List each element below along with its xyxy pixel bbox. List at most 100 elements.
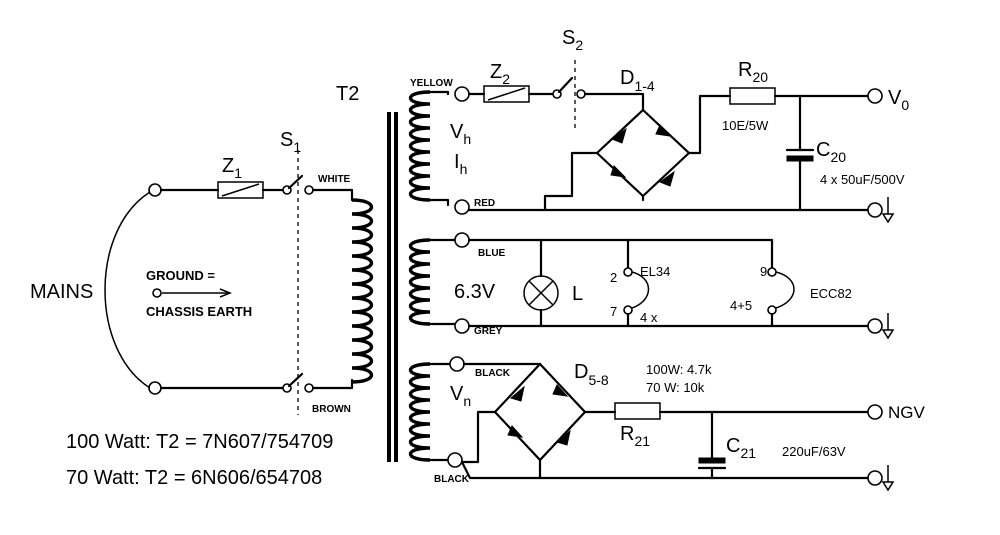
ih-label: Ih: [454, 151, 467, 177]
r21-spec-100w: 100W: 4.7k: [646, 362, 712, 377]
red-label: RED: [474, 198, 495, 209]
secondary-winding-hv: [408, 90, 431, 202]
ground-symbol: [881, 329, 895, 340]
c21-label: C21: [726, 435, 756, 461]
black-bottom-label: BLACK: [434, 474, 470, 485]
ecc82-pin: [767, 305, 777, 315]
d14-label: D1-4: [620, 67, 655, 94]
s2-label: S2: [562, 27, 583, 53]
t2-label: T2: [336, 83, 359, 105]
bias-ground-terminal: [867, 470, 883, 486]
black-top-label: BLACK: [475, 368, 511, 379]
secondary-winding-heater: [408, 238, 431, 326]
diode-icon: [555, 429, 571, 446]
labels: MAINS GROUND = CHASSIS EARTH Z1 S1 WHITE…: [30, 27, 926, 489]
bridge-d1-4: [595, 108, 691, 198]
diode-icon: [552, 384, 569, 397]
wire-red: [428, 198, 450, 207]
brown-label: BROWN: [312, 404, 351, 415]
ecc82-pin: [767, 267, 777, 277]
wire: [687, 94, 732, 155]
ground-symbol: [881, 213, 895, 224]
ecc82-heater-arc: [775, 271, 795, 309]
fuse-z2-mark: [487, 87, 526, 101]
mains-terminal-top: [148, 183, 162, 197]
primary-winding: [351, 198, 373, 384]
s1-label: S1: [280, 129, 301, 155]
mains-bracket: [104, 191, 151, 389]
t2-100w-label: 100 Watt: T2 = 7N607/754709: [66, 431, 333, 453]
ngv-label: NGV: [888, 403, 926, 422]
wire-bridge-left: [460, 410, 497, 464]
blue-terminal: [454, 232, 470, 248]
diode-icon: [610, 165, 627, 178]
c20-label: C20: [816, 139, 846, 165]
c21-plate-neg: [698, 457, 726, 464]
white-label: WHITE: [318, 174, 351, 185]
t2-70w-label: 70 Watt: T2 = 6N606/654708: [66, 467, 322, 489]
diode-icon: [610, 127, 627, 144]
diode-icon: [655, 124, 672, 137]
el34-heater-arc: [631, 271, 650, 309]
r21-spec-70w: 70 W: 10k: [646, 380, 705, 395]
wire-white: [311, 188, 354, 202]
switch-s2-blade: [557, 76, 574, 94]
hv-supply: [428, 60, 895, 224]
switch-s1-blade: [287, 372, 304, 388]
el34-count-label: 4 x: [640, 310, 658, 325]
mains-terminal-bottom: [148, 381, 162, 395]
el34-pin2-label: 2: [610, 270, 617, 285]
el34-pin: [623, 267, 633, 277]
el34-label: EL34: [640, 264, 670, 279]
black-top-terminal: [449, 356, 465, 372]
wire-bridge-top: [583, 92, 645, 112]
ecc82-pin45-label: 4+5: [730, 298, 752, 313]
d58-label: D5-8: [574, 361, 609, 388]
ground-arrowhead: [219, 288, 233, 298]
c21-value: 220uF/63V: [782, 444, 846, 459]
ecc82-label: ECC82: [810, 286, 852, 301]
diode-icon: [658, 170, 675, 187]
blue-label: BLUE: [478, 248, 506, 259]
el34-pin: [623, 305, 633, 315]
r20-value: 10E/5W: [722, 118, 769, 133]
switch-s1-contact: [304, 185, 314, 195]
mains-input: [104, 150, 354, 415]
chassis-earth-label: CHASSIS EARTH: [146, 304, 252, 319]
ground-symbol: [881, 481, 895, 492]
r20-label: R20: [738, 59, 768, 85]
lamp-cross: [528, 280, 554, 306]
vn-label: Vn: [450, 383, 471, 409]
z1-label: Z1: [222, 155, 242, 181]
switch-s1-blade: [287, 174, 304, 190]
yellow-terminal: [454, 86, 470, 102]
heater-voltage-label: 6.3V: [454, 281, 496, 303]
lamp-label: L: [572, 283, 583, 305]
fuse-z1-mark: [221, 183, 260, 197]
wire-bias-ground: [460, 460, 870, 480]
transformer-t2: [351, 90, 431, 462]
r21-label: R21: [620, 423, 650, 449]
secondary-winding-bias: [408, 362, 431, 462]
bias-supply: [428, 356, 895, 492]
c20-value: 4 x 50uF/500V: [820, 172, 905, 187]
ground-terminal: [152, 288, 162, 298]
v0-terminal: [867, 88, 883, 104]
ngv-terminal: [867, 404, 883, 420]
ecc82-pin9-label: 9: [760, 264, 767, 279]
ground-label: GROUND =: [146, 268, 215, 283]
z2-label: Z2: [490, 61, 510, 87]
red-terminal: [454, 199, 470, 215]
diode-icon: [507, 425, 524, 438]
wire-bridge-left: [543, 151, 599, 212]
yellow-label: YELLOW: [410, 78, 453, 89]
grey-label: GREY: [474, 326, 503, 337]
mains-label: MAINS: [30, 281, 93, 303]
wire-yellow: [428, 90, 450, 96]
hv-ground-terminal: [867, 202, 883, 218]
heater-ground-terminal: [867, 318, 883, 334]
resistor-r21: [614, 402, 661, 420]
vh-label: Vh: [450, 121, 471, 147]
